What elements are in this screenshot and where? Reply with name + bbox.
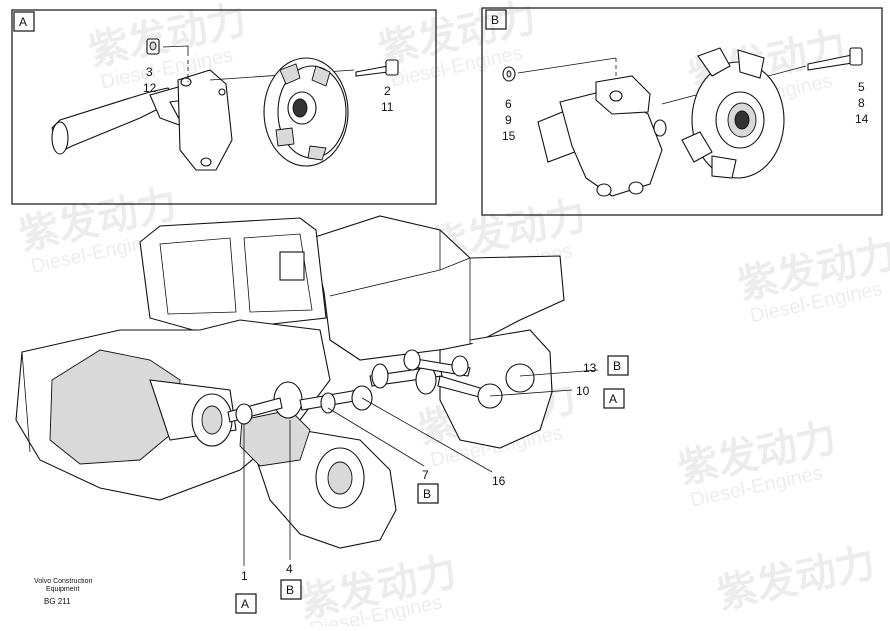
- detail-a-label: A: [19, 15, 27, 29]
- ref-box-10-letter: A: [609, 392, 617, 406]
- callout-13: 13: [583, 361, 597, 375]
- callout-7: 7: [422, 468, 429, 482]
- footer-brand-line2: Equipment: [46, 586, 80, 593]
- shaft-yoke-b: [538, 76, 666, 196]
- drop-box: [192, 394, 232, 446]
- callout-12: 12: [143, 81, 157, 95]
- ref-box-1-letter: A: [241, 597, 249, 611]
- callout-2: 2: [384, 84, 391, 98]
- mirror: [280, 252, 304, 280]
- front-axle-hub: [316, 448, 364, 508]
- callout-10: 10: [576, 384, 590, 398]
- callout-8: 8: [858, 96, 865, 110]
- washer-part: [503, 67, 515, 81]
- callout-3: 3: [146, 65, 153, 79]
- callout-14: 14: [855, 112, 869, 126]
- leader-6-9-15: [518, 58, 616, 73]
- nut-part: [147, 39, 159, 54]
- ref-box-7-letter: B: [423, 487, 431, 501]
- footer-code: BG 211: [44, 597, 71, 606]
- callout-5: 5: [858, 80, 865, 94]
- companion-flange: [264, 58, 348, 166]
- footer: Volvo Construction Equipment BG 211: [34, 578, 92, 606]
- callout-11: 11: [381, 100, 394, 114]
- callout-15: 15: [502, 129, 516, 143]
- callout-6: 6: [505, 97, 512, 111]
- ref-box-4-letter: B: [286, 583, 294, 597]
- callout-9: 9: [505, 113, 512, 127]
- callout-1: 1: [241, 569, 248, 583]
- callout-16: 16: [492, 474, 506, 488]
- bolt-part: [356, 60, 398, 76]
- ref-box-13-letter: B: [613, 359, 621, 373]
- callout-4: 4: [286, 562, 293, 576]
- detail-b-label: B: [491, 13, 499, 27]
- footer-brand-line1: Volvo Construction: [34, 578, 92, 585]
- watermark-brand: 紫发动力: [714, 541, 880, 617]
